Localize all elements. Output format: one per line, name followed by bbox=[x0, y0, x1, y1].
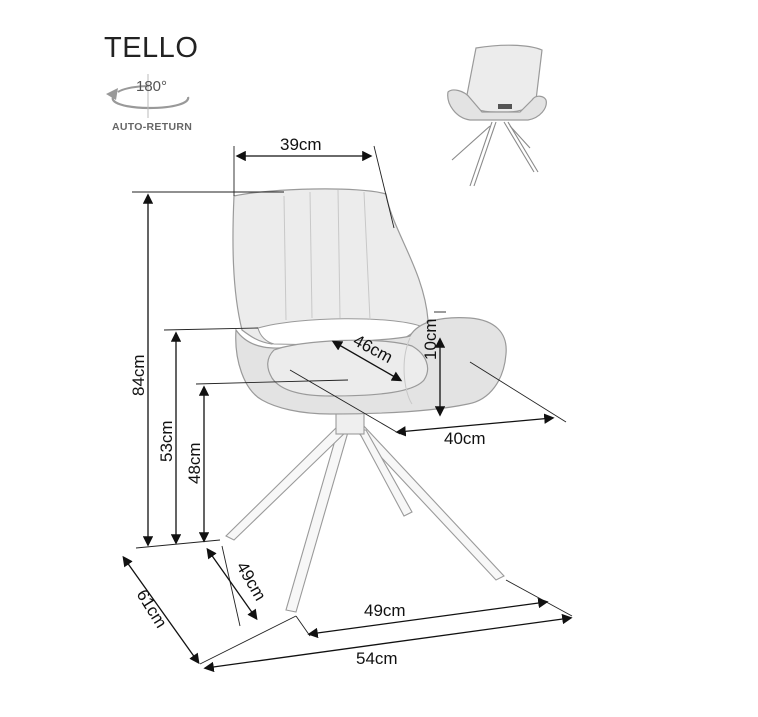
total-width-arrow bbox=[203, 613, 573, 673]
rotation-angle-label: 180° bbox=[136, 78, 168, 95]
seat-width-arrow bbox=[395, 413, 555, 437]
seat-width-label: 40cm bbox=[444, 429, 486, 448]
chair-illustration bbox=[225, 188, 507, 613]
base-depth-arrow bbox=[206, 547, 258, 621]
armrest-thickness-label: 10cm bbox=[421, 318, 440, 360]
product-title: TELLO bbox=[104, 32, 199, 64]
rotation-arrow-icon bbox=[106, 74, 190, 118]
base-width-label: 49cm bbox=[364, 601, 406, 620]
rear-view-thumbnail bbox=[447, 44, 547, 187]
base-width-arrow bbox=[307, 597, 549, 639]
seat-depth-arrow bbox=[331, 340, 403, 382]
total-depth-label: 61cm bbox=[133, 586, 171, 631]
armrest-height-label: 53cm bbox=[157, 420, 176, 462]
base-depth-label: 49cm bbox=[233, 559, 270, 605]
auto-return-caption: AUTO-RETURN bbox=[112, 121, 193, 133]
seat-height-label: 48cm bbox=[185, 442, 204, 484]
total-depth-arrow bbox=[122, 555, 200, 665]
back-width-label: 39cm bbox=[280, 135, 322, 154]
total-height-label: 84cm bbox=[129, 354, 148, 396]
total-width-label: 54cm bbox=[356, 649, 398, 668]
